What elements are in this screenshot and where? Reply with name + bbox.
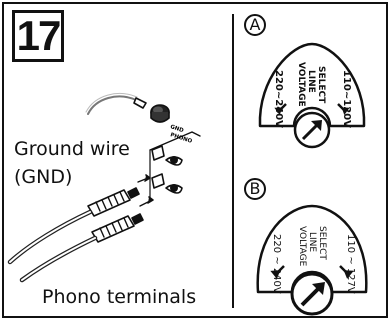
step-number-box: 17	[12, 10, 64, 62]
panel-b-center-line2: LINE	[307, 232, 317, 252]
voltage-selector-b	[256, 204, 368, 316]
figure-frame	[2, 2, 388, 318]
rca-plug-lower	[91, 213, 144, 243]
rear-panel	[149, 131, 201, 151]
ground-wire-label: Ground wire	[14, 138, 130, 160]
voltage-selector-a	[258, 42, 366, 149]
ground-terminal	[150, 104, 170, 123]
panel-divider	[232, 14, 234, 308]
panel-a-left-voltage: 220~240V	[273, 70, 284, 128]
ground-wire-lug	[133, 97, 147, 109]
step-number: 17	[16, 12, 62, 59]
ground-wire-cable	[87, 95, 137, 115]
phono-terminals-label: Phono terminals	[42, 286, 197, 308]
ground-wire-cable-edge	[85, 93, 138, 113]
panel-b-left-voltage: 220 ~ 240V	[271, 234, 282, 294]
panel-a-center-line2: LINE	[306, 70, 316, 93]
panel-a-letter: A	[249, 15, 261, 34]
rca-plug-upper	[87, 187, 140, 217]
phono-socket-upper	[151, 145, 183, 166]
panel-a-right-voltage: 110~120V	[341, 70, 352, 128]
panel-b-letter: B	[249, 179, 261, 198]
panel-a-center-line3: VOLTAGE	[296, 62, 306, 107]
panel-a-center-line1: SELECT	[316, 66, 326, 104]
panel-b-center-line3: VOLTAGE	[297, 226, 307, 267]
phono-socket-lower	[151, 173, 183, 194]
phono-terminal-text: PHONO	[169, 132, 193, 145]
panel-a-circle-label: A	[244, 14, 266, 36]
gnd-terminal-text: GND	[169, 124, 184, 134]
gnd-label: (GND)	[14, 166, 73, 188]
panel-b-center-line1: SELECT	[317, 226, 327, 260]
panel-b-circle-label: B	[244, 178, 266, 200]
panel-b-right-voltage: 110 ~ 127V	[345, 234, 356, 294]
phono-cable-upper	[7, 209, 93, 265]
